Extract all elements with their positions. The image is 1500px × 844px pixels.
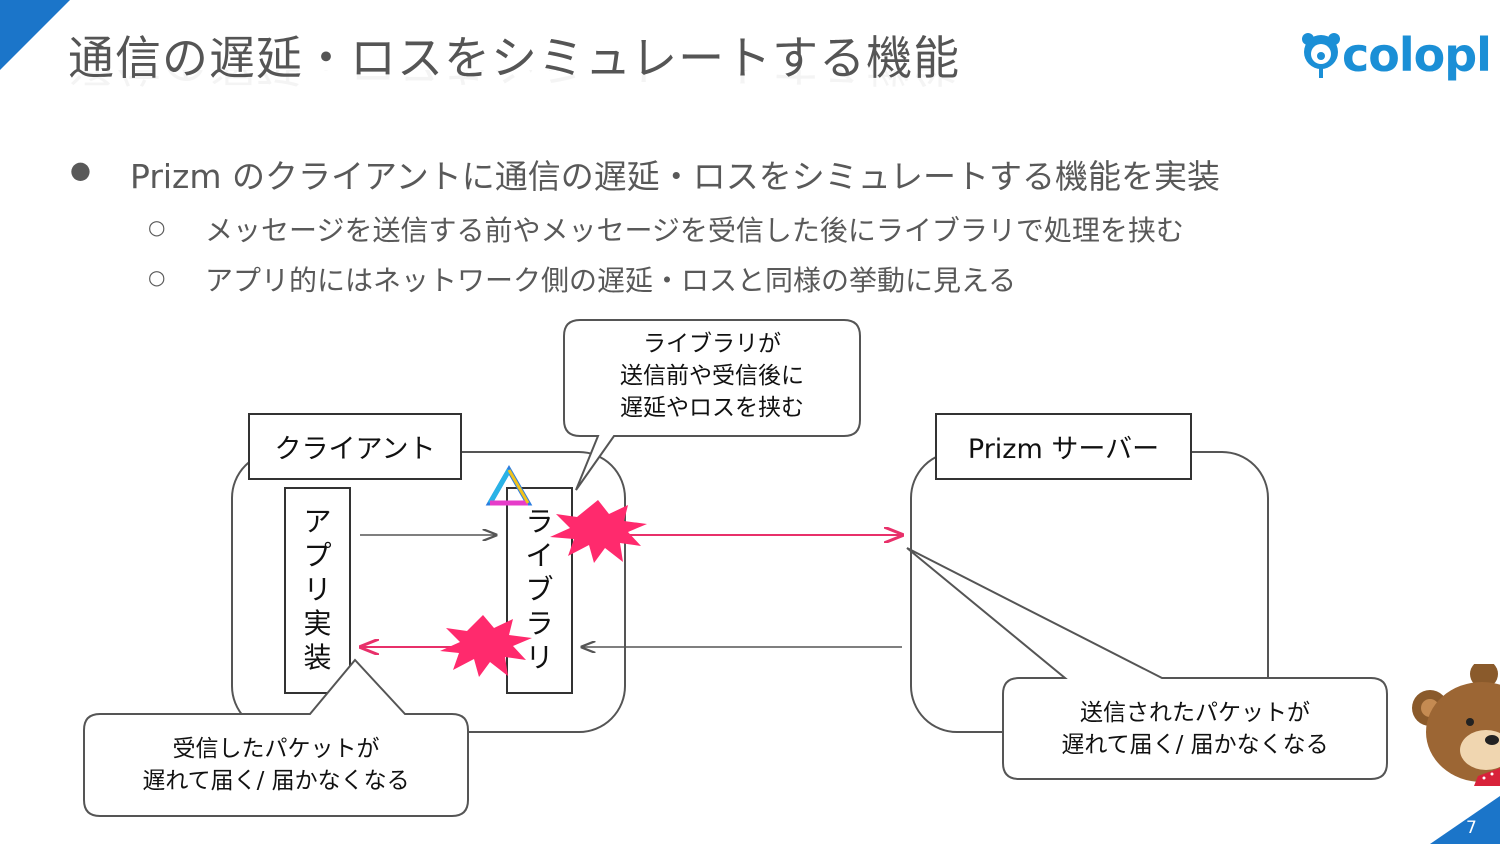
callout-send-text: 送信されたパケットが 遅れて届く/ 届かなくなる	[1061, 700, 1329, 758]
callout-send-bubble	[906, 547, 1388, 780]
prizm-triangle-icon	[485, 464, 533, 506]
corner-accent-bottom-right	[1430, 796, 1500, 844]
sub-bullet-marker: ○	[148, 215, 166, 239]
packet-loss-burst-send	[550, 500, 647, 563]
client-label: クライアント	[248, 413, 462, 480]
sub-bullet-marker: ○	[148, 265, 166, 289]
bear-mascot-image	[1412, 664, 1500, 786]
callout-receive-bubble	[83, 658, 469, 817]
app-label: ア プ リ 実 装	[303, 505, 332, 674]
bullet-main: Prizm のクライアントに通信の遅延・ロスをシミュレートする機能を実装	[130, 157, 1221, 196]
sub-bullet-1: メッセージを送信する前やメッセージを受信した後にライブラリで処理を挟む	[205, 214, 1184, 247]
callout-library-text: ライブラリが 送信前や受信後に 遅延やロスを挟む	[620, 331, 804, 421]
packet-loss-burst-receive	[440, 615, 532, 677]
callout-receive-text: 受信したパケットが 遅れて届く/ 届かなくなる	[142, 736, 410, 794]
page-number: 7	[1466, 818, 1477, 838]
colopl-logo: colopl	[1342, 28, 1492, 82]
bear-logo-icon	[1302, 33, 1340, 78]
sub-bullet-2: アプリ的にはネットワーク側の遅延・ロスと同様の挙動に見える	[205, 264, 1017, 297]
app-box	[284, 487, 351, 694]
slide-title: 通信の遅延・ロスをシミュレートする機能	[68, 31, 961, 85]
library-label: ラ イ ブ ラ リ	[525, 505, 554, 674]
callout-library-bubble	[563, 319, 861, 491]
corner-accent-top-left	[0, 0, 70, 70]
library-box	[506, 487, 573, 694]
server-label: Prizm サーバー	[935, 413, 1192, 480]
bullet-marker: ●	[70, 156, 91, 184]
